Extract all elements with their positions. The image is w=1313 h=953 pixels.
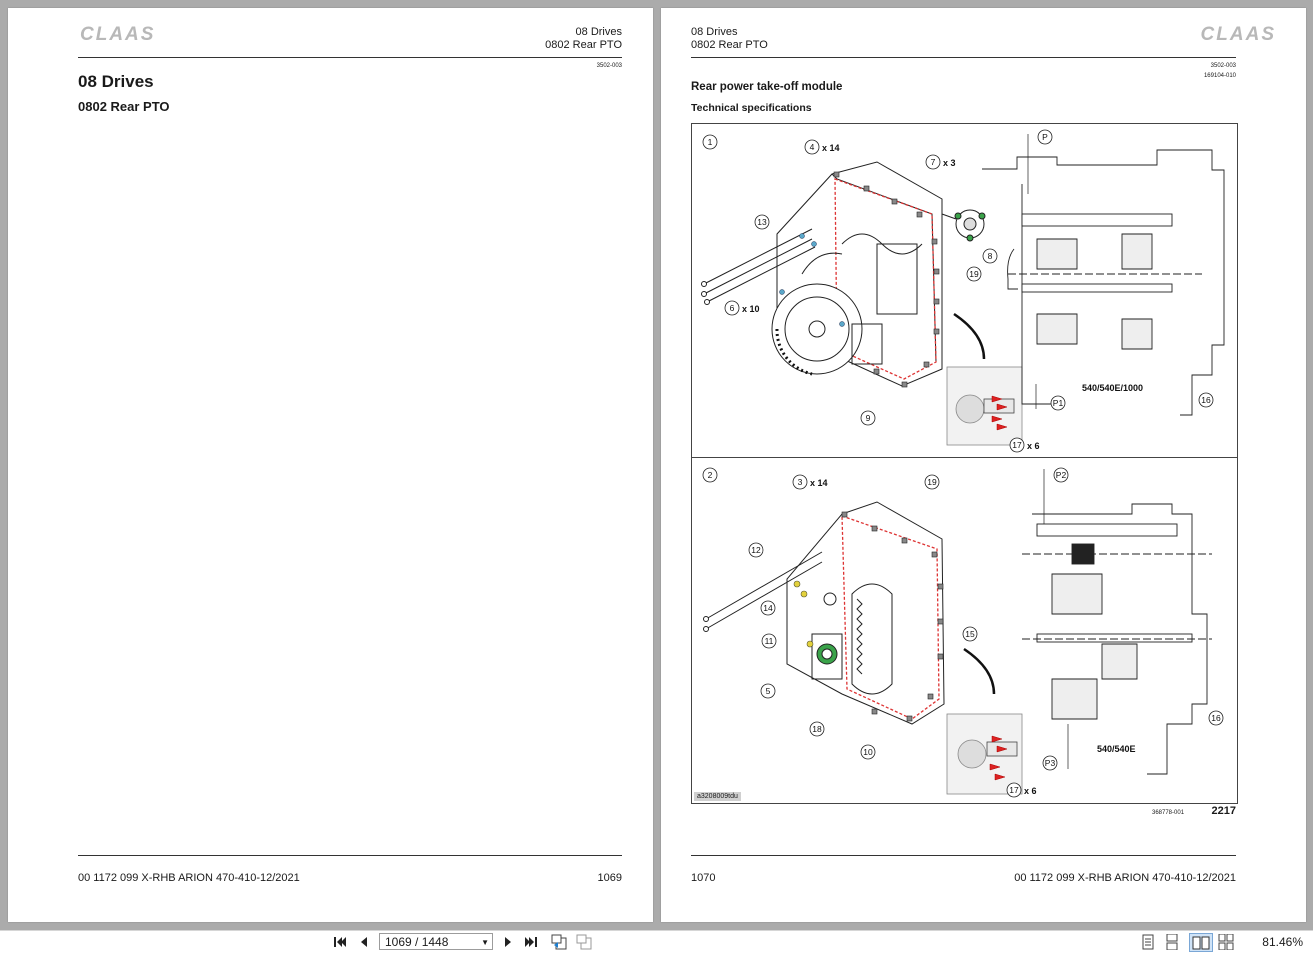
prev-page-icon[interactable] [356,934,372,950]
callout-5: 5 [766,686,771,696]
bolts-top [833,171,940,388]
studs-12 [703,551,823,632]
pto-figure: 1 4 x 14 7 x 3 13 8 19 6 x 10 9 17 x 6 P… [691,123,1238,804]
cross-section-bottom [1022,503,1212,775]
red-arrows-bottom [989,735,1008,781]
continuous-icon[interactable] [1164,934,1180,950]
callout-18: 18 [812,724,822,734]
qty-4: x 14 [822,143,840,153]
single-page-icon[interactable] [1140,934,1156,950]
footer-page-number: 1069 [597,872,622,884]
claas-logo: CLAAS [1200,24,1276,45]
zoom-level[interactable]: 81.46% [1262,935,1303,949]
module-subtitle: Technical specifications [691,102,812,114]
last-page-icon[interactable] [523,934,539,950]
curved-arrow-top [953,312,986,360]
two-page-continuous-icon[interactable] [1218,934,1234,950]
callout-12: 12 [751,545,761,555]
doc-code: 3502-003 [1210,63,1236,69]
callout-19-top: 19 [969,269,979,279]
callout-15: 15 [965,629,975,639]
header-chapter: 08 Drives [575,26,622,38]
figure-tag: a3208009tdu [694,792,741,801]
callout-11: 11 [765,636,774,646]
right-page: 08 Drives 0802 Rear PTO CLAAS 3502-003 1… [661,8,1306,922]
claas-logo: CLAAS [80,24,156,45]
header-section: 0802 Rear PTO [691,39,768,51]
figure-code: 368778-001 [1152,810,1185,816]
callout-13: 13 [757,217,767,227]
callout-1: 1 [708,137,713,147]
header-chapter: 08 Drives [691,26,738,38]
curved-arrow-bottom [963,647,996,695]
footer-page-number: 1070 [691,872,716,884]
callout-3: 3 [798,477,803,487]
callout-19-bottom: 19 [927,477,937,487]
bolts-bottom [841,511,944,722]
callout-10: 10 [863,747,873,757]
left-page: CLAAS 08 Drives 0802 Rear PTO 3502-003 0… [8,8,653,922]
next-page-icon[interactable] [500,934,516,950]
page-number-field[interactable]: 1069 / 1448 ▼ [379,933,493,950]
header-block: 08 Drives 0802 Rear PTO [691,26,768,52]
qty-3: x 14 [810,478,828,488]
figure-divider [692,457,1237,458]
qty-6: x 10 [742,304,760,314]
callout-4: 4 [810,142,815,152]
shaft-inset-bottom [946,713,1023,795]
flange-8 [941,209,986,242]
callout-6: 6 [730,303,735,313]
bolts-yellow [793,580,814,648]
footer-doc-id: 00 1172 099 X-RHB ARION 470-410-12/2021 [1014,872,1236,884]
header-block: 08 Drives 0802 Rear PTO [545,26,622,52]
doc-code-secondary: 169104-010 [1203,73,1236,79]
callout-p3: P3 [1045,758,1056,768]
callout-7: 7 [931,157,936,167]
section-heading: 0802 Rear PTO [78,99,170,114]
chevron-down-icon[interactable]: ▼ [481,938,489,947]
qty-17-bottom: x 6 [1024,786,1037,796]
callout-2: 2 [708,470,713,480]
callouts-bottom [702,467,1224,798]
shaft-inset-top [946,366,1023,446]
header-rule [78,57,622,58]
doc-code: 3502-003 [596,63,622,69]
callout-16-top: 16 [1201,395,1211,405]
figure-number: 2217 [1211,805,1236,817]
housing-bottom [786,501,945,725]
qty-7: x 3 [943,158,956,168]
qty-17-top: x 6 [1027,441,1040,451]
callout-p: P [1042,132,1048,142]
callout-17-top: 17 [1012,440,1022,450]
speed-label-bottom: 540/540E [1097,744,1136,754]
two-page-icon[interactable] [1189,933,1213,952]
footer-rule [691,855,1236,856]
red-arrows-top [991,395,1008,431]
module-title: Rear power take-off module [691,81,843,93]
cross-section-top [982,149,1225,416]
bolts-blue [779,233,845,327]
speed-label-top: 540/540E/1000 [1082,383,1143,393]
callout-9: 9 [866,413,871,423]
callout-16-bottom: 16 [1211,713,1221,723]
callout-p1: P1 [1053,398,1064,408]
header-section: 0802 Rear PTO [545,39,622,51]
forward-view-icon[interactable] [576,934,592,950]
footer-doc-id: 00 1172 099 X-RHB ARION 470-410-12/2021 [78,872,300,884]
studs-13 [701,228,816,305]
back-view-icon[interactable] [551,934,567,950]
housing-top [771,161,943,387]
first-page-icon[interactable] [332,934,348,950]
callout-8: 8 [988,251,993,261]
header-rule [691,57,1236,58]
callout-p2: P2 [1056,470,1067,480]
pto-illustration: 1 4 x 14 7 x 3 13 8 19 6 x 10 9 17 x 6 P… [701,129,1225,798]
footer-rule [78,855,622,856]
callouts-top [702,129,1214,453]
page-number-value: 1069 / 1448 [385,935,449,949]
chapter-heading: 08 Drives [78,72,154,91]
callout-17-bottom: 17 [1009,785,1019,795]
callout-14: 14 [763,603,773,613]
viewer-toolbar: 1069 / 1448 ▼ 81.46% [0,930,1313,953]
